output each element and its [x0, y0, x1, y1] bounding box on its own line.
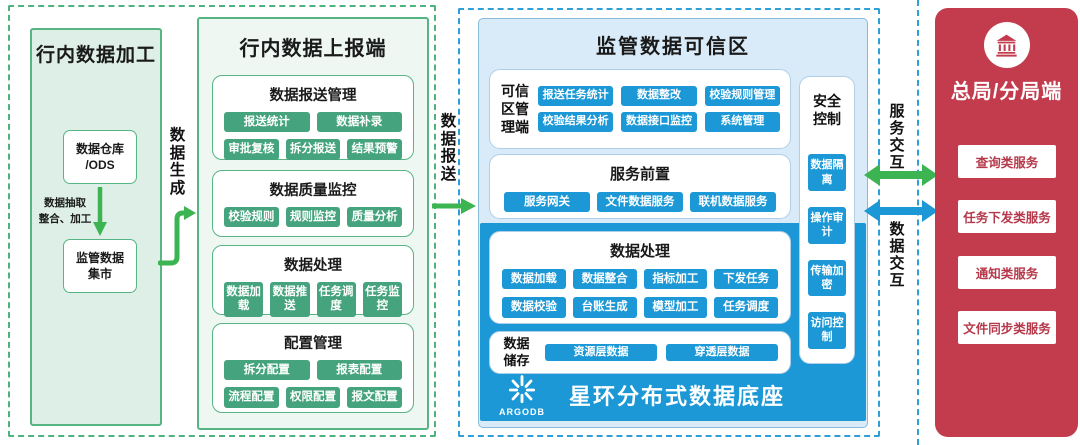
node-data-warehouse-ods: 数据仓库 /ODS	[63, 130, 137, 184]
module-chip: 校验规则	[224, 207, 279, 228]
bank-side-dashed-zone	[8, 5, 436, 437]
module-chip: 数据补录	[316, 112, 402, 133]
network-boundary-dashed-line	[917, 0, 919, 445]
panel-bureau-side: 总局/分局端 查询类服务 任务下发类服务 通知类服务 文件同步类服务	[935, 8, 1078, 437]
module-chip: 报表配置	[316, 360, 402, 381]
section-report-submission-mgmt: 数据报送管理 报送统计 数据补录 审批复核 拆分报送 结果预警	[212, 75, 414, 160]
double-arrow-icons	[864, 164, 938, 222]
module-chip: 拆分报送	[285, 139, 341, 160]
node-regulatory-data-mart: 监管数据 集市	[63, 239, 137, 293]
panel-title: 总局/分局端	[950, 81, 1063, 103]
panel-title: 监管数据可信区	[596, 36, 750, 58]
module-chip: 数据接口监控	[621, 112, 697, 132]
elbow-arrow-icon	[158, 206, 196, 266]
label-data-submit: 数据报送	[440, 113, 457, 183]
module-chip: 任务调度	[714, 297, 778, 318]
module-chip: 结果预警	[347, 139, 403, 160]
module-chip: 任务调度	[316, 282, 356, 317]
module-chip: 操作审计	[808, 206, 846, 244]
module-chip: 数据校验	[502, 297, 566, 318]
module-chip: 穿透层数据	[666, 343, 778, 362]
module-chip: 拆分配置	[224, 360, 310, 381]
section-trusted-zone-mgmt-client: 可信区管理端 报送任务统计 数据整改 校验规则管理 校验结果分析 数据接口监控 …	[489, 69, 791, 149]
module-chip: 规则监控	[285, 207, 341, 228]
trusted-zone-dashed-border	[458, 8, 880, 437]
module-chip: 审批复核	[224, 139, 279, 160]
bank-icon	[996, 34, 1017, 57]
service-item: 通知类服务	[958, 256, 1056, 289]
module-chip: 下发任务	[714, 269, 778, 290]
service-item: 任务下发类服务	[958, 200, 1056, 233]
module-chip: 流程配置	[224, 387, 279, 408]
starburst-icon	[508, 375, 536, 404]
module-chip: 访问控制	[808, 312, 846, 349]
module-chip: 数据推送	[270, 282, 310, 317]
module-chip: 数据加载	[502, 269, 566, 290]
module-chip: 校验结果分析	[538, 112, 614, 132]
right-arrow-icon	[432, 198, 476, 214]
module-chip: 台账生成	[572, 297, 637, 318]
service-item: 文件同步类服务	[958, 311, 1056, 344]
module-chip: 传输加密	[808, 259, 846, 297]
module-chip: 报送统计	[224, 112, 310, 133]
module-chip: 服务网关	[504, 192, 590, 213]
module-chip: 文件数据服务	[597, 192, 683, 213]
label-data-interaction: 数据交互	[889, 221, 905, 289]
section-configuration-mgmt: 配置管理 拆分配置 报表配置 流程配置 权限配置 报文配置	[212, 323, 414, 413]
base-title: 星环分布式数据底座	[569, 384, 786, 409]
module-chip: 质量分析	[347, 207, 403, 228]
module-chip: 数据加载	[224, 282, 264, 317]
section-trusted-data-processing: 数据处理 数据加载 数据整合 指标加工 下发任务 数据校验 台账生成 模型加工 …	[489, 231, 791, 324]
module-chip: 指标加工	[643, 269, 708, 290]
label-etl-process: 数据抽取 整合、加工	[38, 197, 92, 226]
section-service-frontend: 服务前置 服务网关 文件数据服务 联机数据服务	[489, 154, 791, 219]
panel-bank-data-processing: 行内数据加工 数据仓库 /ODS 数据抽取 整合、加工 监管数据 集市	[30, 28, 162, 426]
panel-title: 行内数据上报端	[239, 38, 387, 60]
module-chip: 报送任务统计	[538, 86, 614, 106]
module-chip: 报文配置	[347, 387, 403, 408]
module-chip: 权限配置	[285, 387, 341, 408]
panel-regulatory-trusted-zone: 监管数据可信区 可信区管理端 报送任务统计 数据整改 校验规则管理 校验结果分析…	[478, 18, 868, 428]
panel-title: 行内数据加工	[35, 45, 156, 66]
module-chip: 数据整合	[572, 269, 637, 290]
module-chip: 系统管理	[704, 112, 780, 132]
distributed-base-branding: ARGODB 星环分布式数据底座	[495, 373, 785, 417]
module-chip: 模型加工	[643, 297, 708, 318]
module-chip: 数据整改	[621, 86, 697, 106]
argodb-logo: ARGODB	[495, 373, 549, 417]
section-label: 可信区管理端	[501, 82, 529, 136]
module-chip: 任务监控	[362, 282, 402, 317]
label-data-generate: 数据生成	[169, 127, 186, 197]
section-data-storage: 数据储存 资源层数据 穿透层数据	[489, 331, 791, 374]
section-label: 数据储存	[503, 335, 530, 368]
module-chip: 数据隔离	[808, 154, 846, 191]
bank-badge	[983, 22, 1030, 68]
down-arrow-icon	[93, 187, 107, 236]
module-chip: 联机数据服务	[690, 192, 776, 213]
data-double-arrow-icon	[864, 200, 938, 222]
section-data-quality-monitoring: 数据质量监控 校验规则 规则监控 质量分析	[212, 170, 414, 237]
panel-bank-reporting-client: 行内数据上报端 数据报送管理 报送统计 数据补录 审批复核 拆分报送 结果预警 …	[197, 17, 429, 430]
label-service-interaction: 服务交互	[889, 103, 905, 171]
service-item: 查询类服务	[958, 145, 1056, 178]
section-label: 安全控制	[813, 93, 841, 128]
section-security-control: 安全控制 数据隔离 操作审计 传输加密 访问控制	[799, 76, 855, 364]
section-data-processing: 数据处理 数据加载 数据推送 任务调度 任务监控	[212, 245, 414, 317]
module-chip: 校验规则管理	[704, 86, 780, 106]
module-chip: 资源层数据	[545, 343, 657, 362]
service-double-arrow-icon	[864, 164, 938, 186]
